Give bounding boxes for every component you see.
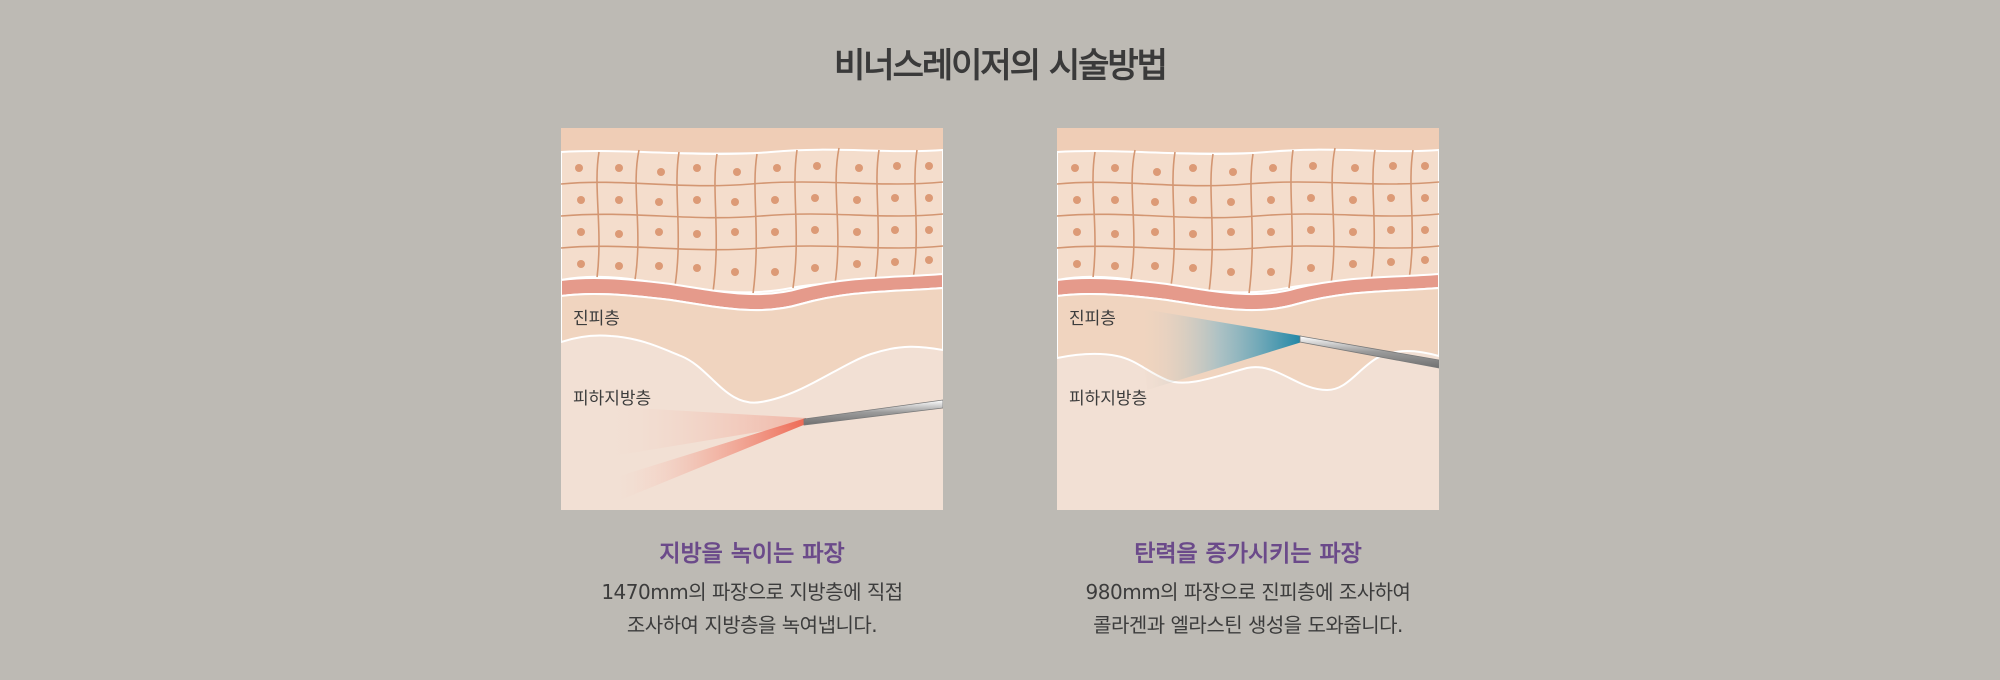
skin-cross-section-illustration: 진피층 피하지방층	[561, 128, 943, 510]
cell-nuclei	[1071, 162, 1429, 276]
dermis-label: 진피층	[1069, 309, 1116, 329]
cell-nuclei	[575, 162, 933, 276]
caption-description: 1470mm의 파장으로 지방층에 직접 조사하여 지방층을 녹여냅니다.	[492, 576, 1012, 642]
caption-line: 980mm의 파장으로 진피층에 조사하여	[1085, 580, 1411, 604]
laser-beam	[613, 418, 806, 503]
caption-elasticity: 탄력을 증가시키는 파장 980mm의 파장으로 진피층에 조사하여 콜라겐과 …	[988, 534, 1508, 642]
skin-diagram-fat: 진피층 피하지방층	[561, 128, 943, 510]
caption-line: 콜라겐과 엘라스틴 생성을 도와줍니다.	[1093, 613, 1403, 637]
fat-layer-label: 피하지방층	[573, 389, 651, 409]
laser-fiber-needle	[1299, 335, 1439, 369]
caption-title: 탄력을 증가시키는 파장	[1134, 541, 1362, 567]
caption-line: 조사하여 지방층을 녹여냅니다.	[626, 613, 878, 637]
fat-layer-label: 피하지방층	[1069, 389, 1147, 409]
cell-grid	[1057, 147, 1439, 295]
caption-title: 지방을 녹이는 파장	[659, 541, 845, 567]
caption-fat: 지방을 녹이는 파장 1470mm의 파장으로 지방층에 직접 조사하여 지방층…	[492, 534, 1012, 642]
dermis-label: 진피층	[573, 309, 620, 329]
caption-line: 1470mm의 파장으로 지방층에 직접	[601, 580, 903, 604]
laser-fiber-needle	[803, 399, 943, 426]
laser-beam	[1137, 308, 1302, 390]
skin-cross-section-illustration: 진피층 피하지방층	[1057, 128, 1439, 510]
cell-grid	[561, 147, 943, 295]
caption-description: 980mm의 파장으로 진피층에 조사하여 콜라겐과 엘라스틴 생성을 도와줍니…	[988, 576, 1508, 642]
skin-diagram-elasticity: 진피층 피하지방층	[1057, 128, 1439, 510]
page-title: 비너스레이저의 시술방법	[834, 46, 1168, 86]
